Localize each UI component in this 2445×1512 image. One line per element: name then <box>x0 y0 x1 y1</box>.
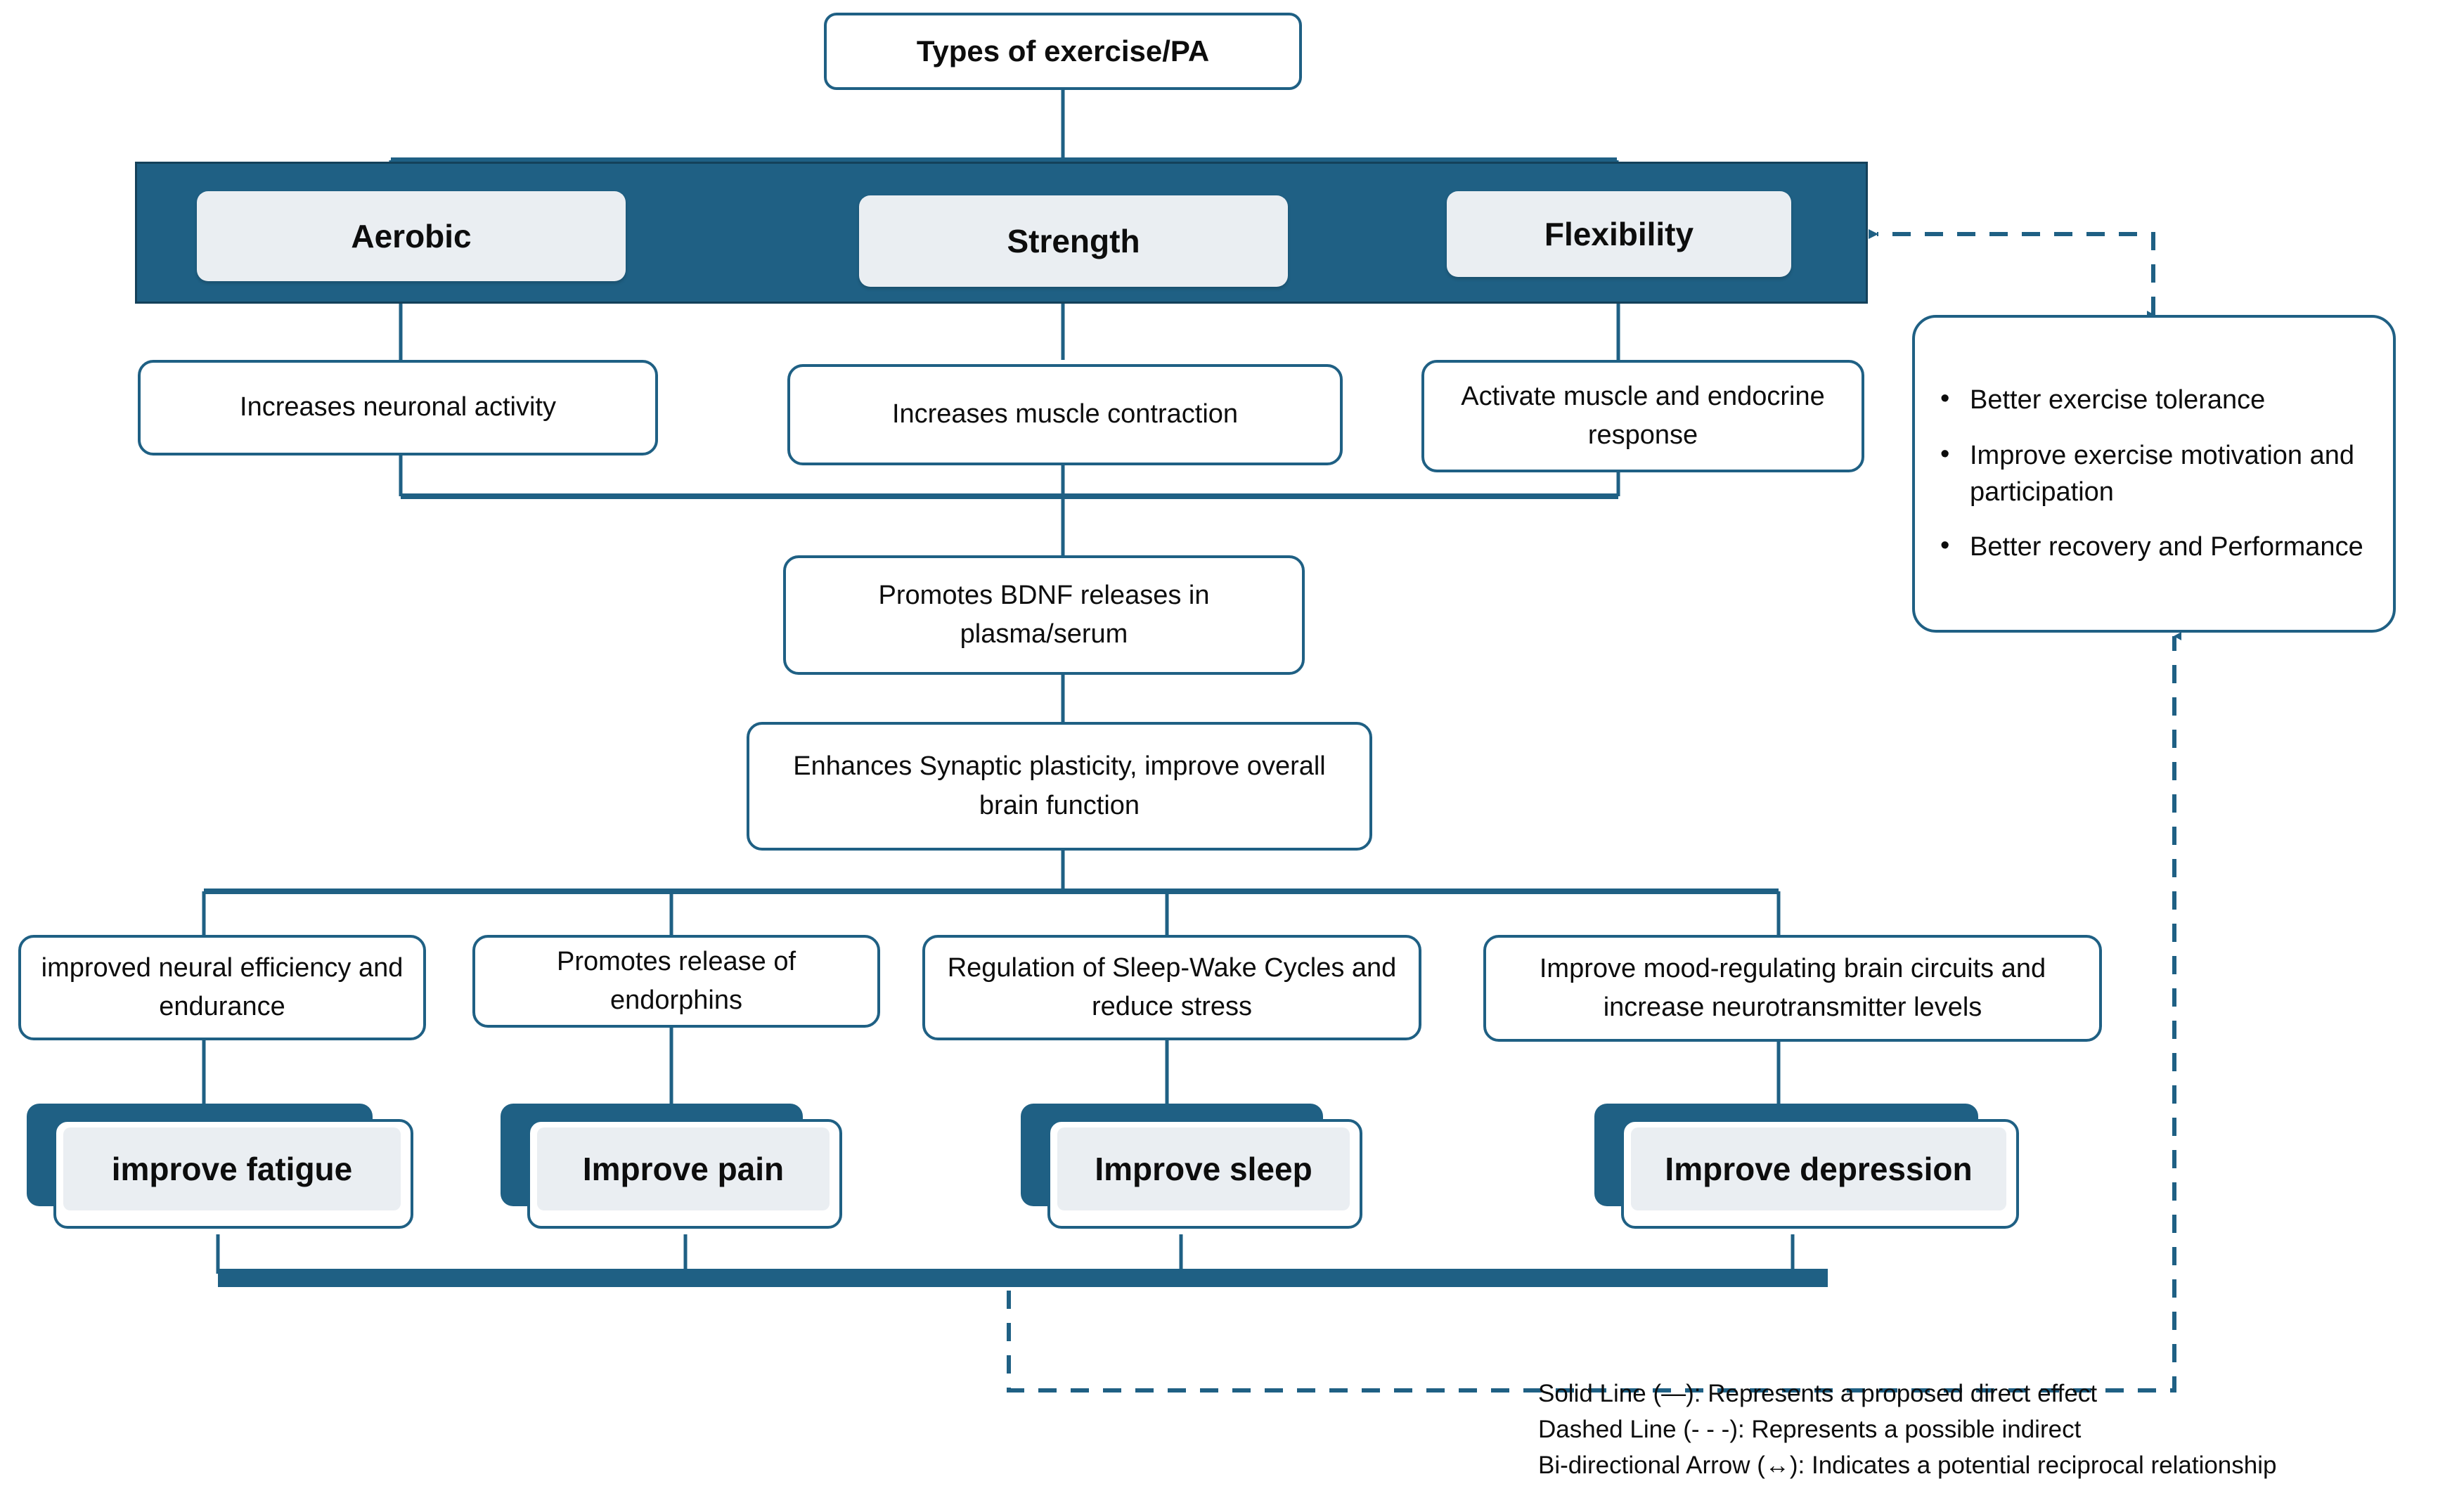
outcome-improve-fatigue[interactable]: improve fatigue <box>27 1104 427 1244</box>
outcome-improve-depression[interactable]: Improve depression <box>1594 1104 2044 1244</box>
node-improve-mood-regulating-circuits[interactable]: Improve mood-regulating brain circuits a… <box>1483 935 2102 1042</box>
chip-aerobic[interactable]: Aerobic <box>197 191 626 281</box>
node-promotes-release-endorphins-label: Promotes release of endorphins <box>556 946 796 1015</box>
node-regulation-sleep-wake-label: Regulation of Sleep-Wake Cycles and redu… <box>947 952 1397 1021</box>
benefits-list: Better exercise tolerance Improve exerci… <box>1936 380 2369 566</box>
benefit-item-label: Better exercise tolerance <box>1970 385 2266 415</box>
node-increases-muscle-contraction-label: Increases muscle contraction <box>891 399 1239 429</box>
node-increases-muscle-contraction[interactable]: Increases muscle contraction <box>787 364 1343 465</box>
outcome-improve-pain-label: Improve pain <box>582 1151 785 1187</box>
chip-aerobic-label: Aerobic <box>351 218 472 254</box>
node-activate-muscle-endocrine-label: Activate muscle and endocrine response <box>1461 381 1825 450</box>
outcome-improve-pain[interactable]: Improve pain <box>501 1104 866 1244</box>
node-activate-muscle-endocrine[interactable]: Activate muscle and endocrine response <box>1421 360 1864 472</box>
outcome-improve-sleep-label: Improve sleep <box>1095 1151 1312 1187</box>
node-promotes-bdnf-release-label: Promotes BDNF releases in plasma/serum <box>878 580 1210 649</box>
node-increases-neuronal-activity[interactable]: Increases neuronal activity <box>138 360 658 455</box>
benefit-item: Improve exercise motivation and particip… <box>1940 436 2369 511</box>
benefits-box[interactable]: Better exercise tolerance Improve exerci… <box>1912 315 2396 633</box>
chip-strength[interactable]: Strength <box>859 195 1288 287</box>
outcome-improve-pain-chip: Improve pain <box>537 1127 830 1210</box>
node-enhances-synaptic-plasticity[interactable]: Enhances Synaptic plasticity, improve ov… <box>747 722 1372 851</box>
node-enhances-synaptic-plasticity-label: Enhances Synaptic plasticity, improve ov… <box>793 751 1326 820</box>
benefit-item-label: Better recovery and Performance <box>1970 532 2363 562</box>
outcome-improve-fatigue-chip: improve fatigue <box>63 1127 401 1210</box>
outcome-improve-sleep-chip: Improve sleep <box>1057 1127 1350 1210</box>
legend-line-bidirectional: Bi-directional Arrow (↔): Indicates a po… <box>1538 1451 2277 1479</box>
node-regulation-sleep-wake[interactable]: Regulation of Sleep-Wake Cycles and redu… <box>922 935 1421 1040</box>
node-improve-mood-regulating-circuits-label: Improve mood-regulating brain circuits a… <box>1539 953 2046 1022</box>
legend-line-solid: Solid Line (—): Represents a proposed di… <box>1538 1380 2098 1407</box>
chip-flexibility-label: Flexibility <box>1544 216 1694 252</box>
benefit-item-label: Improve exercise motivation and particip… <box>1970 440 2355 507</box>
node-root-label: Types of exercise/PA <box>916 34 1210 67</box>
chip-flexibility[interactable]: Flexibility <box>1447 191 1791 277</box>
node-increases-neuronal-activity-label: Increases neuronal activity <box>240 392 556 422</box>
node-improved-neural-efficiency[interactable]: improved neural efficiency and endurance <box>18 935 426 1040</box>
node-promotes-release-endorphins[interactable]: Promotes release of endorphins <box>472 935 880 1028</box>
legend-line-dashed: Dashed Line (- - -): Represents a possib… <box>1538 1415 2082 1443</box>
benefit-item: Better recovery and Performance <box>1940 527 2369 565</box>
benefit-item: Better exercise tolerance <box>1940 380 2369 418</box>
outcome-improve-sleep[interactable]: Improve sleep <box>1021 1104 1386 1244</box>
node-improved-neural-efficiency-label: improved neural efficiency and endurance <box>41 952 404 1021</box>
chip-strength-label: Strength <box>1007 223 1140 259</box>
outcome-improve-fatigue-label: improve fatigue <box>111 1151 353 1187</box>
node-root-types-of-exercise[interactable]: Types of exercise/PA <box>824 13 1302 90</box>
legend: Solid Line (—): Represents a proposed di… <box>1538 1376 2276 1483</box>
outcome-improve-depression-label: Improve depression <box>1665 1151 1973 1187</box>
node-promotes-bdnf-release[interactable]: Promotes BDNF releases in plasma/serum <box>783 555 1305 675</box>
outcome-improve-depression-chip: Improve depression <box>1631 1127 2006 1210</box>
